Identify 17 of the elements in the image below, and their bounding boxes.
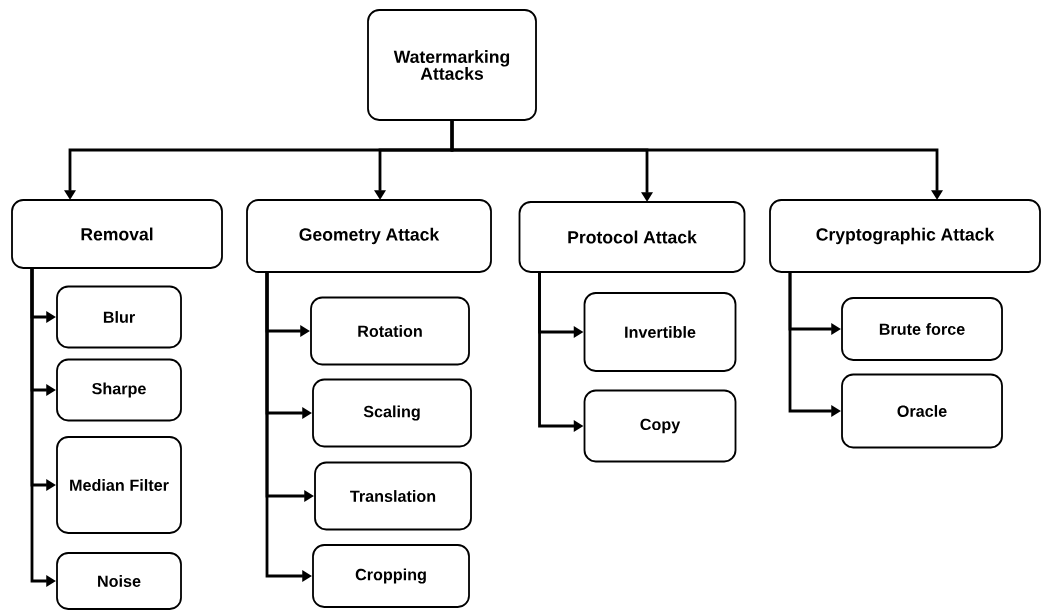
- attack-box: Noise: [56, 552, 182, 610]
- category-box: Protocol Attack: [518, 201, 746, 273]
- category-box: Geometry Attack: [246, 199, 492, 273]
- attack-box: Blur: [56, 285, 182, 349]
- attack-box: Invertible: [583, 292, 737, 372]
- attack-box: Sharpe: [56, 358, 182, 422]
- category-box: Removal: [11, 199, 223, 269]
- root-box: Watermarking Attacks: [367, 9, 537, 121]
- attack-box: Rotation: [310, 296, 470, 366]
- attack-box: Scaling: [312, 378, 472, 448]
- attack-box: Median Filter: [56, 436, 182, 534]
- attack-box: Cropping: [312, 544, 470, 608]
- attack-box: Translation: [314, 461, 472, 531]
- attack-box: Brute force: [841, 297, 1003, 361]
- attack-box: Copy: [583, 389, 737, 463]
- category-box: Cryptographic Attack: [769, 199, 1041, 273]
- attack-box: Oracle: [841, 373, 1003, 449]
